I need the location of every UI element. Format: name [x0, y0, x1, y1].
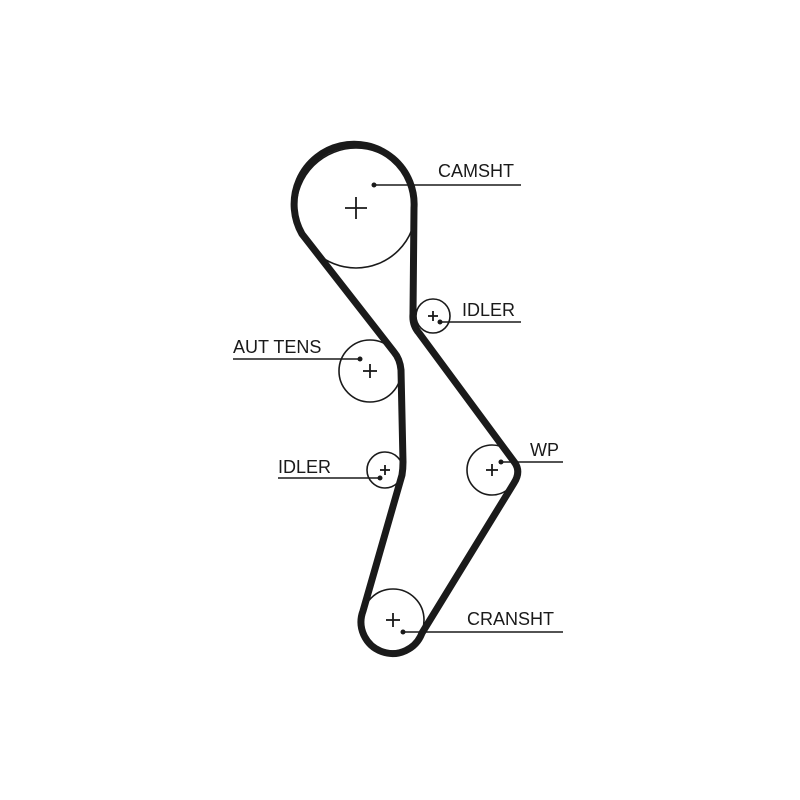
upper-idler-pulley: [415, 298, 451, 334]
water-pump-leader: [498, 459, 563, 465]
water-pump-pulley: [466, 444, 518, 496]
lower-idler-pulley: [366, 451, 404, 489]
crankshaft-leader: [400, 629, 563, 635]
tensioner-pulley: [338, 339, 402, 403]
camshaft-label: CAMSHT: [438, 161, 514, 181]
tensioner-label: AUT TENS: [233, 337, 321, 357]
tensioner-leader: [233, 356, 363, 362]
water-pump-label: WP: [530, 440, 559, 460]
upper-idler-label: IDLER: [462, 300, 515, 320]
crankshaft-label: CRANSHT: [467, 609, 554, 629]
lower-idler-leader: [278, 475, 383, 481]
lower-idler-label: IDLER: [278, 457, 331, 477]
timing-belt: [290, 140, 522, 657]
camshaft-leader: [371, 182, 521, 188]
upper-idler-leader: [437, 319, 521, 325]
